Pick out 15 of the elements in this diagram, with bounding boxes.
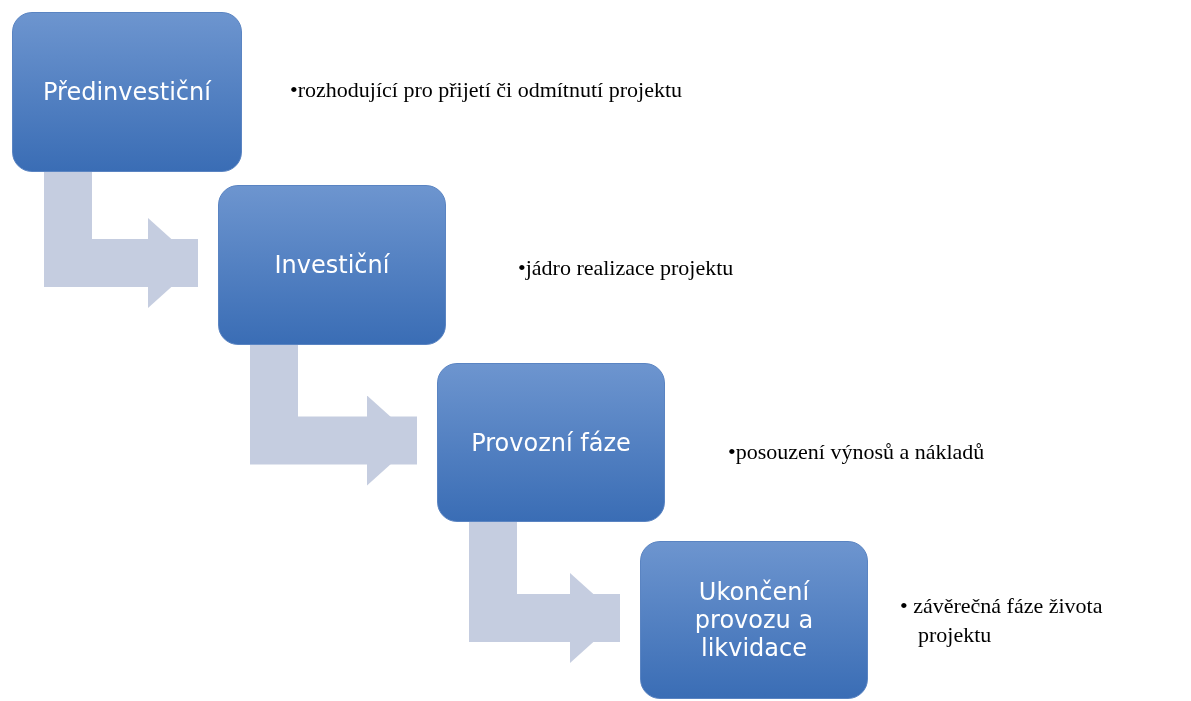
- box-label: Předinvestiční: [43, 78, 211, 106]
- process-box: [640, 541, 868, 699]
- process-box: [12, 12, 242, 172]
- box-label: Investiční: [274, 251, 390, 279]
- process-box: [437, 363, 665, 522]
- arrow: [44, 172, 198, 308]
- arrow: [469, 522, 620, 663]
- bullet-text: •jádro realizace projektu: [518, 254, 735, 282]
- bullet-text: •posouzení výnosů a nákladů: [728, 438, 986, 466]
- arrow: [250, 345, 417, 486]
- bullet-text: •rozhodující pro přijetí či odmítnutí projektu: [290, 76, 683, 104]
- process-box: [218, 185, 446, 345]
- box-label: Provozní fáze: [471, 428, 631, 457]
- box-label: Ukončení provozu a likvidace: [693, 578, 815, 662]
- bullet-text: • závěrečná fáze života projektu: [900, 592, 1104, 649]
